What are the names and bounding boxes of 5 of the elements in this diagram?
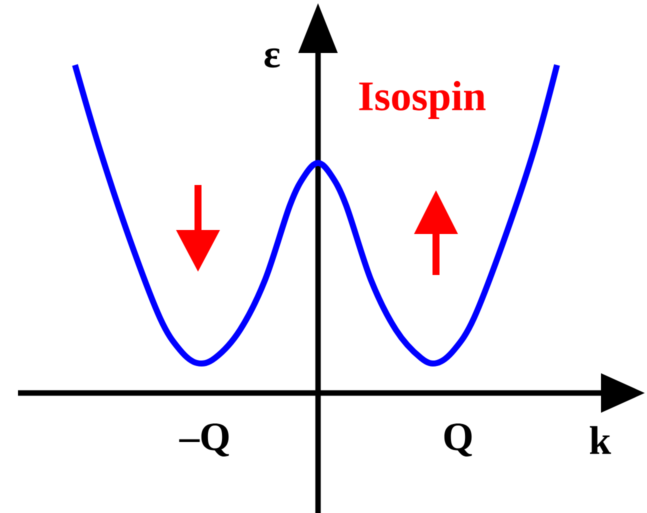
tick-label: Q (444, 424, 472, 456)
axis-label: k (590, 426, 612, 454)
axis-label: ε (264, 48, 280, 68)
tick-label: –Q (179, 424, 229, 456)
text-label: Isospin (359, 80, 486, 120)
